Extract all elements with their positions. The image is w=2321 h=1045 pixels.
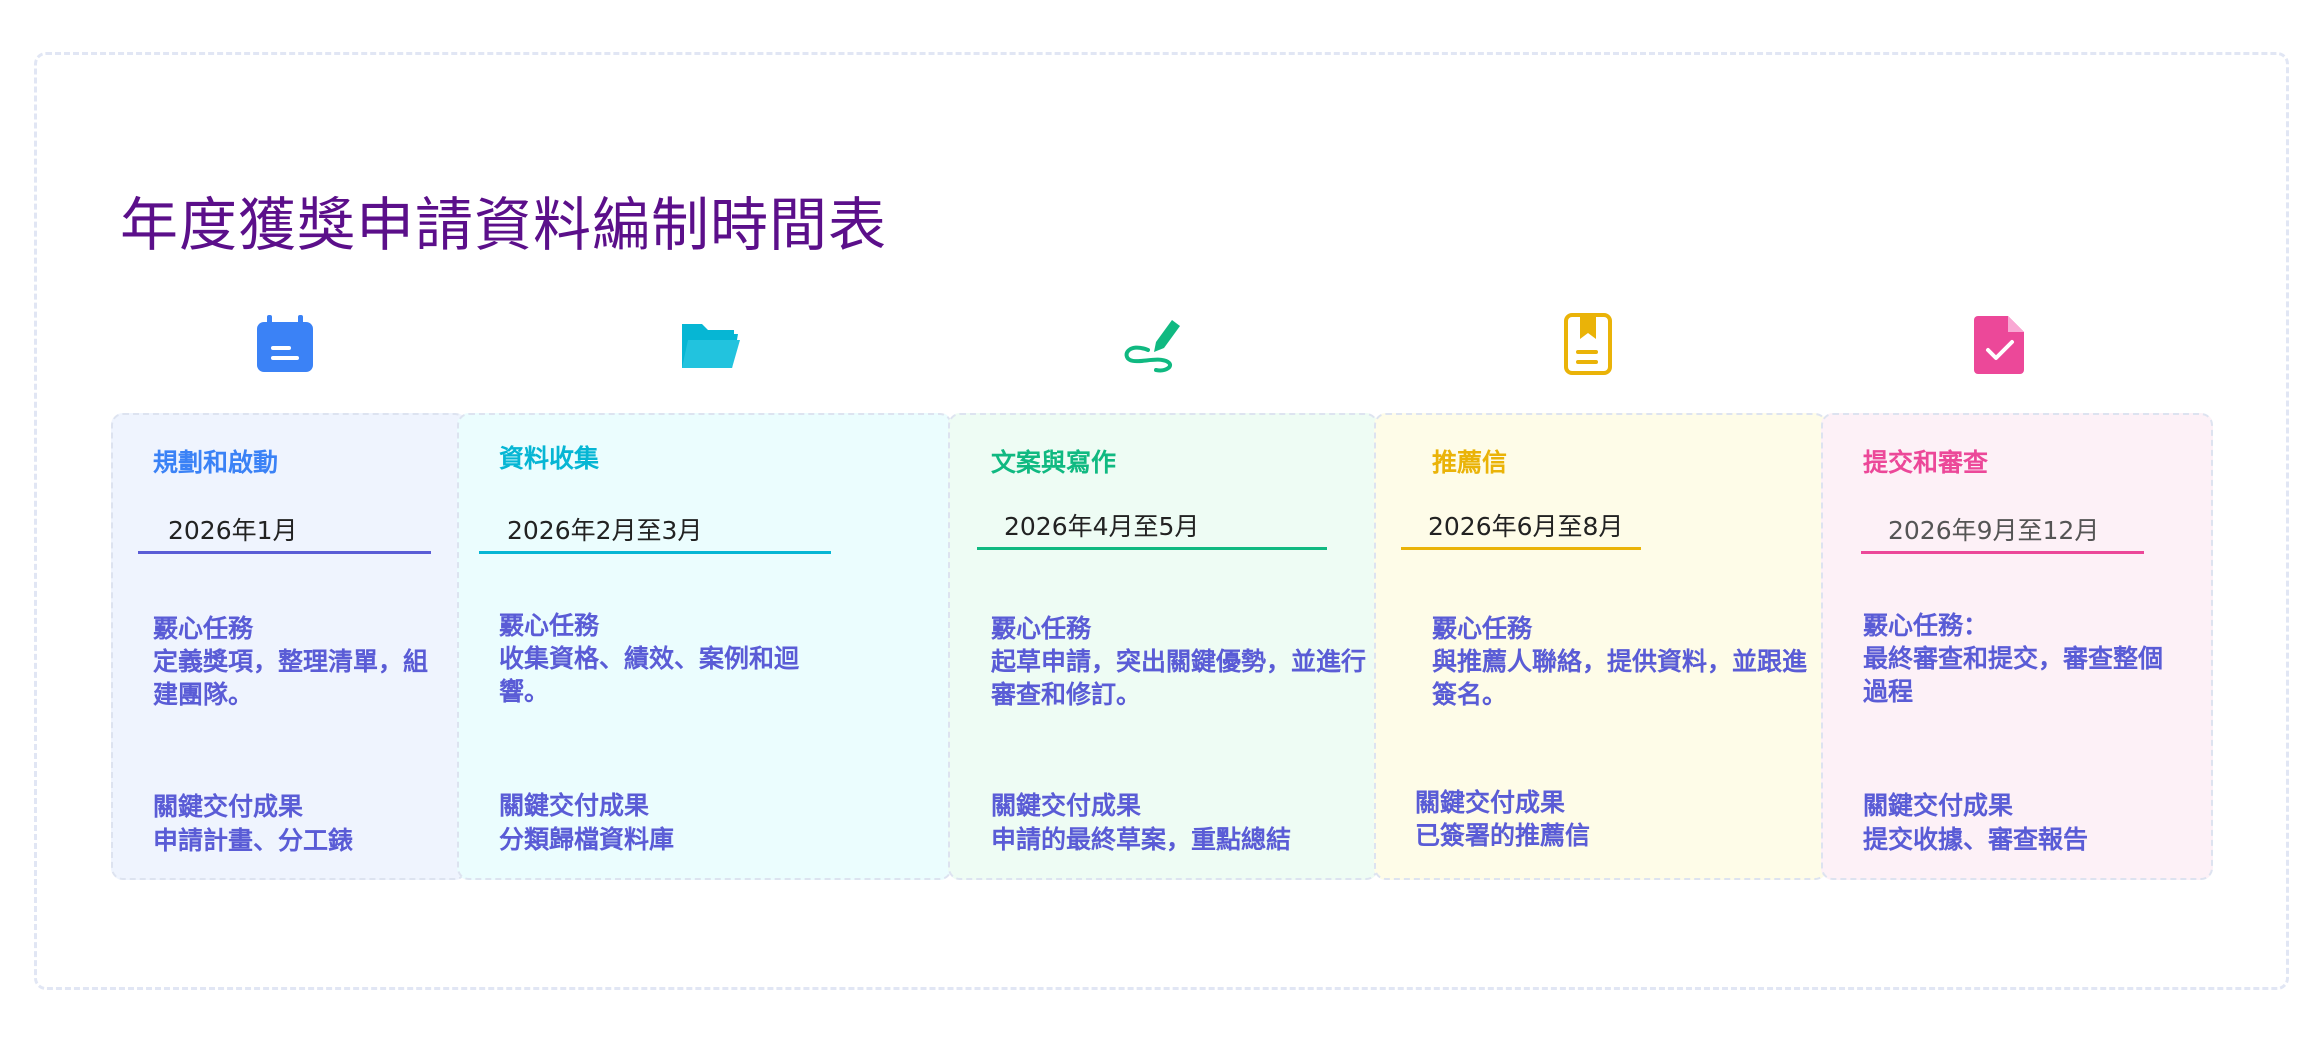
deliverable-heading: 關鍵交付成果 bbox=[499, 791, 650, 820]
page-title: 年度獲獎申請資料編制時間表 bbox=[120, 191, 888, 259]
stage-date: 2026年4月至5月 bbox=[1004, 512, 1200, 541]
task-text: 最終審查和提交，審查整個過程 bbox=[1863, 644, 2164, 706]
deliverable-text: 已簽署的推薦信 bbox=[1415, 821, 1591, 850]
stage-panel-planning: 規劃和啟動 2026年1月 覈心任務 定義獎項，整理清單，組建團隊。 關鍵交付成… bbox=[111, 413, 467, 880]
bookmark-document-icon bbox=[1558, 312, 1622, 376]
task-heading: 覈心任務 bbox=[153, 614, 254, 643]
task-heading: 覈心任務： bbox=[1863, 611, 1989, 640]
stage-panel-submission: 提交和審查 2026年9月至12月 覈心任務： 最終審查和提交，審查整個過程 關… bbox=[1821, 413, 2213, 880]
stage-panel-recommendation: 推薦信 2026年6月至8月 覈心任務 與推薦人聯絡，提供資料，並跟進簽名。 關… bbox=[1374, 413, 1827, 880]
stage-panel-collection: 資料收集 2026年2月至3月 覈心任務 收集資格、績效、案例和迴響。 關鍵交付… bbox=[457, 413, 952, 880]
task-text: 與推薦人聯絡，提供資料，並跟進簽名。 bbox=[1432, 647, 1808, 709]
deliverable-text: 申請計畫、分工錶 bbox=[153, 826, 354, 855]
task-heading: 覈心任務 bbox=[1432, 614, 1533, 643]
deliverable-text: 分類歸檔資料庫 bbox=[499, 825, 675, 854]
signature-pen-icon bbox=[1118, 312, 1182, 376]
stage-date: 2026年2月至3月 bbox=[507, 516, 703, 545]
stage-panel-writing: 文案與寫作 2026年4月至5月 覈心任務 起草申請，突出關鍵優勢，並進行審查和… bbox=[948, 413, 1378, 880]
stage-label: 資料收集 bbox=[499, 444, 600, 473]
stage-label: 提交和審查 bbox=[1863, 448, 1989, 477]
task-heading: 覈心任務 bbox=[991, 614, 1092, 643]
task-heading: 覈心任務 bbox=[499, 611, 600, 640]
task-text: 定義獎項，整理清單，組建團隊。 bbox=[153, 647, 429, 709]
stage-underline bbox=[138, 551, 431, 554]
deliverable-heading: 關鍵交付成果 bbox=[1415, 788, 1566, 817]
stage-date: 2026年6月至8月 bbox=[1428, 512, 1624, 541]
stage-underline bbox=[977, 547, 1327, 550]
task-text: 起草申請，突出關鍵優勢，並進行審查和修訂。 bbox=[991, 647, 1367, 709]
calendar-icon bbox=[253, 312, 317, 376]
folder-icon bbox=[678, 312, 742, 376]
deliverable-heading: 關鍵交付成果 bbox=[991, 791, 1142, 820]
stage-date: 2026年9月至12月 bbox=[1888, 516, 2100, 545]
deliverable-heading: 關鍵交付成果 bbox=[1863, 791, 2014, 820]
document-check-icon bbox=[1968, 312, 2032, 376]
stage-date: 2026年1月 bbox=[168, 516, 298, 545]
stage-label: 規劃和啟動 bbox=[153, 448, 279, 477]
deliverable-text: 申請的最終草案，重點總結 bbox=[991, 825, 1292, 854]
timeline-frame bbox=[34, 52, 2289, 990]
deliverable-text: 提交收據、審查報告 bbox=[1863, 825, 2089, 854]
stage-underline bbox=[1861, 551, 2144, 554]
stage-underline bbox=[1401, 547, 1641, 550]
stage-label: 推薦信 bbox=[1432, 448, 1508, 477]
task-text: 收集資格、績效、案例和迴響。 bbox=[499, 644, 800, 706]
deliverable-heading: 關鍵交付成果 bbox=[153, 792, 304, 821]
stage-label: 文案與寫作 bbox=[991, 448, 1117, 477]
stage-underline bbox=[479, 551, 831, 554]
